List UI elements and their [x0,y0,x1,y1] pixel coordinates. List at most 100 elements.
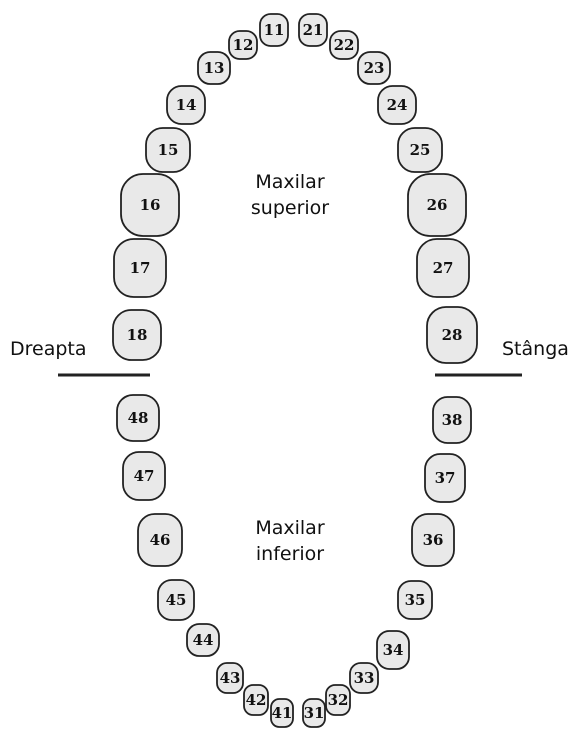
tooth-number: 36 [423,531,444,549]
tooth-34: 34 [376,630,410,670]
tooth-38: 38 [432,396,472,444]
tooth-number: 32 [328,691,349,709]
tooth-outline [228,30,258,60]
tooth-outline [166,85,206,125]
tooth-outline [407,173,467,237]
upper-jaw-label: Maxilar superior [240,169,340,221]
tooth-outline [432,396,472,444]
tooth-25: 25 [397,127,443,173]
tooth-21: 21 [298,13,328,47]
tooth-outline [325,684,351,716]
tooth-number: 22 [334,36,355,54]
tooth-26: 26 [407,173,467,237]
tooth-27: 27 [416,238,470,298]
tooth-35: 35 [397,580,433,620]
right-side-label: Dreapta [10,338,87,360]
tooth-number: 28 [442,326,463,344]
tooth-45: 45 [157,579,195,621]
tooth-outline [302,698,326,728]
tooth-44: 44 [186,623,220,657]
tooth-37: 37 [424,453,466,503]
tooth-number: 14 [176,96,197,114]
tooth-outline [216,662,244,694]
tooth-outline [270,698,294,728]
tooth-number: 48 [128,409,149,427]
tooth-41: 41 [270,698,294,728]
tooth-number: 38 [442,411,463,429]
tooth-number: 42 [246,691,267,709]
tooth-36: 36 [411,513,455,567]
tooth-number: 26 [427,196,448,214]
lower-jaw-label: Maxilar inferior [240,515,340,567]
tooth-15: 15 [145,127,191,173]
tooth-48: 48 [116,394,160,442]
lower-jaw-label-line-2: inferior [255,543,325,565]
tooth-outline [377,85,417,125]
tooth-number: 17 [130,259,151,277]
lower-jaw-label-line-1: Maxilar [255,517,325,539]
upper-jaw-label-line-2: superior [250,197,330,219]
tooth-14: 14 [166,85,206,125]
tooth-outline [120,173,180,237]
tooth-number: 15 [158,141,179,159]
tooth-outline [426,306,478,364]
tooth-28: 28 [426,306,478,364]
tooth-outline [243,684,269,716]
tooth-number: 31 [304,704,325,722]
tooth-number: 12 [233,36,254,54]
tooth-outline [137,513,183,567]
tooth-number: 11 [264,21,285,39]
tooth-17: 17 [113,238,167,298]
tooth-outline [186,623,220,657]
tooth-43: 43 [216,662,244,694]
tooth-number: 23 [364,59,385,77]
tooth-18: 18 [112,309,162,361]
tooth-24: 24 [377,85,417,125]
tooth-outline [397,127,443,173]
tooth-outline [122,451,166,501]
tooth-number: 16 [140,196,161,214]
tooth-22: 22 [329,30,359,60]
tooth-outline [411,513,455,567]
tooth-number: 27 [433,259,454,277]
teeth-layer: 18 17 16 15 14 13 12 11 21 22 23 24 25 26 27 28 48 47 46 45… [112,13,478,728]
tooth-33: 33 [349,662,379,694]
tooth-outline [416,238,470,298]
tooth-number: 47 [134,467,155,485]
left-side-label: Stânga [502,338,569,360]
tooth-outline [298,13,328,47]
tooth-outline [112,309,162,361]
tooth-number: 33 [354,669,375,687]
tooth-12: 12 [228,30,258,60]
tooth-number: 35 [405,591,426,609]
tooth-31: 31 [302,698,326,728]
tooth-46: 46 [137,513,183,567]
tooth-13: 13 [197,51,231,85]
tooth-23: 23 [357,51,391,85]
tooth-number: 18 [127,326,148,344]
tooth-outline [259,13,289,47]
tooth-outline [113,238,167,298]
tooth-47: 47 [122,451,166,501]
tooth-outline [397,580,433,620]
tooth-outline [424,453,466,503]
tooth-number: 45 [166,591,187,609]
tooth-outline [357,51,391,85]
tooth-number: 37 [435,469,456,487]
tooth-outline [197,51,231,85]
tooth-number: 43 [220,669,241,687]
tooth-number: 21 [303,21,324,39]
tooth-number: 34 [383,641,404,659]
tooth-11: 11 [259,13,289,47]
tooth-number: 41 [272,704,293,722]
tooth-outline [157,579,195,621]
tooth-outline [349,662,379,694]
tooth-number: 13 [204,59,225,77]
tooth-32: 32 [325,684,351,716]
tooth-number: 44 [193,631,214,649]
tooth-number: 46 [150,531,171,549]
tooth-outline [376,630,410,670]
tooth-number: 25 [410,141,431,159]
